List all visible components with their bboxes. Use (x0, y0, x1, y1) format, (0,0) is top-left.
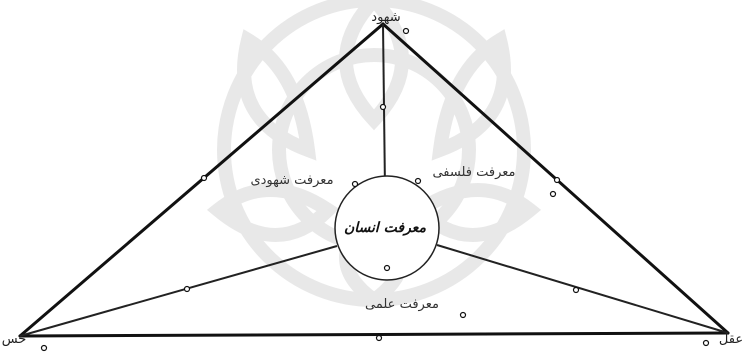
marker-dot (377, 336, 382, 341)
marker-dot (381, 105, 386, 110)
marker-dot (574, 288, 579, 293)
region-label-right: معرفت فلسفی (432, 165, 515, 180)
marker-dot (416, 179, 421, 184)
marker-dot (461, 313, 466, 318)
region-label-left: معرفت شهودی (250, 173, 333, 188)
region-label-bottom: معرفت علمی (365, 297, 439, 312)
center-label: معرفت انسان (344, 220, 427, 236)
marker-dot (353, 182, 358, 187)
marker-dot (555, 178, 560, 183)
spoke-left (20, 246, 337, 336)
marker-dot (551, 192, 556, 197)
marker-dot (202, 176, 207, 181)
vertex-label-top: شهود (371, 10, 400, 25)
marker-dot (385, 266, 390, 271)
marker-dot (185, 287, 190, 292)
marker-dot (42, 346, 47, 351)
marker-dot (704, 341, 709, 346)
spoke-right (437, 245, 728, 333)
edge-bottom (20, 333, 728, 336)
marker-dot (404, 29, 409, 34)
vertex-label-right: عقل (719, 332, 743, 347)
vertex-label-left: حس (2, 332, 27, 347)
